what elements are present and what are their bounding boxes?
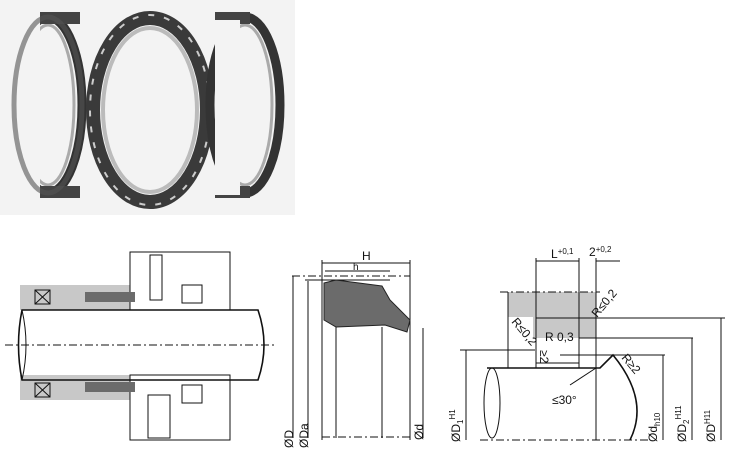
label-D-housing: ØDH11: [703, 409, 718, 442]
ring-half-right: [205, 12, 285, 198]
groove-dimension-drawing: L+0,1 2+0,2 R≤0,2 R≤0,2 R 0,3 ≥2 ≤30° R≥…: [448, 245, 725, 442]
seal-rings-photo: [0, 0, 295, 215]
label-r-mid: R 0,3: [545, 330, 574, 344]
shaft-assembly-section: [5, 251, 275, 441]
label-d: Ød: [412, 424, 426, 440]
label-d-shaft: Ødh10: [646, 412, 662, 442]
label-D2: ØD2H11: [674, 405, 691, 442]
label-H: H: [362, 249, 371, 263]
label-D1: ØD1H1: [448, 409, 465, 442]
label-angle: ≤30°: [552, 393, 577, 407]
seal-profile-section: H h ØD ØDa Ød: [282, 249, 426, 448]
label-2: 2+0,2: [589, 245, 612, 259]
label-Da: ØDa: [297, 423, 311, 448]
label-L: L+0,1: [551, 247, 574, 261]
ring-half-left: [0, 0, 87, 215]
label-gap: ≥2: [537, 350, 551, 364]
label-h: h: [353, 262, 359, 273]
label-D: ØD: [282, 430, 296, 448]
